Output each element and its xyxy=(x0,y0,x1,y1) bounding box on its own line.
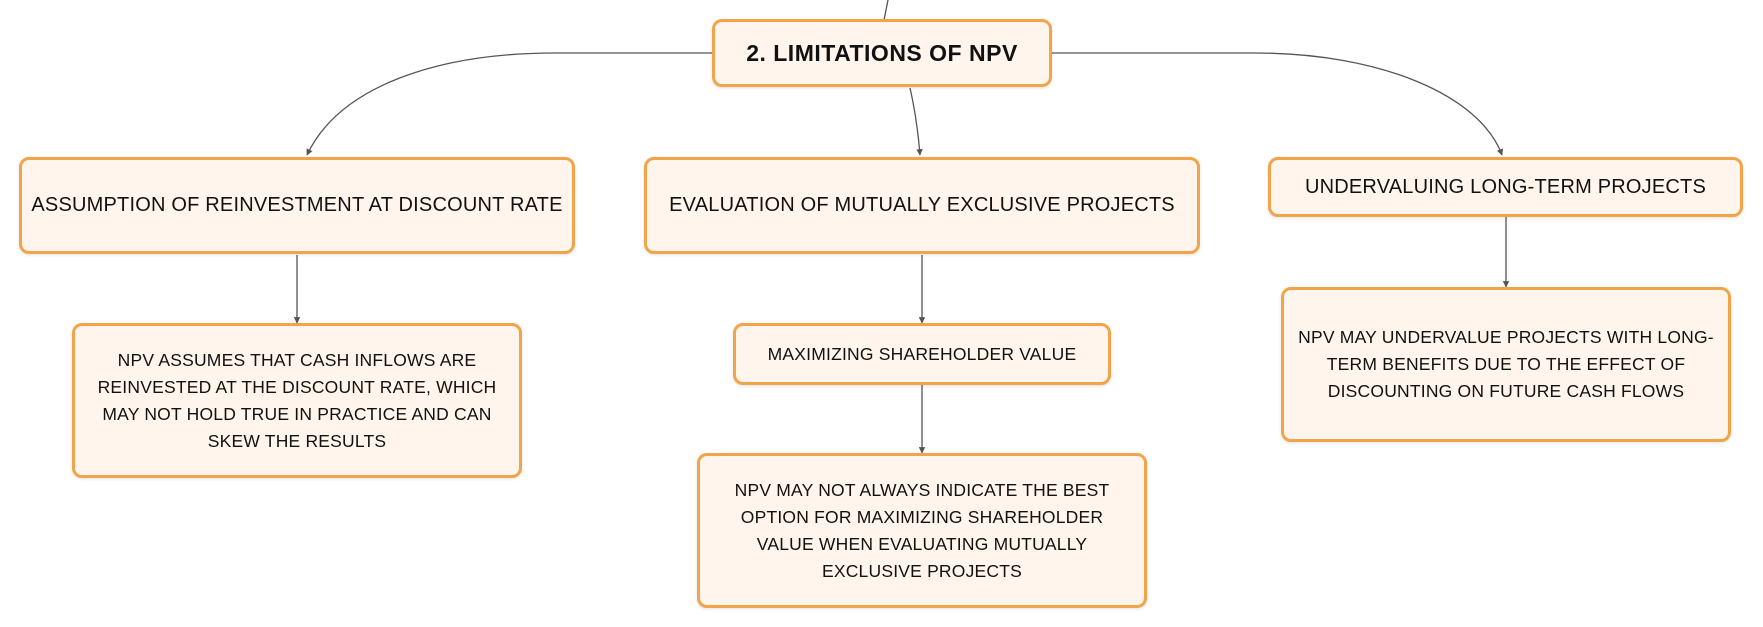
leaf-node-long-term-detail[interactable]: NPV MAY UNDERVALUE PROJECTS WITH LONG-TE… xyxy=(1281,287,1731,442)
connector-root-to-branch-3 xyxy=(1052,52,1504,156)
branch-node-mutually-exclusive[interactable]: EVALUATION OF MUTUALLY EXCLUSIVE PROJECT… xyxy=(644,157,1200,254)
leaf-node-reinvestment-detail[interactable]: NPV ASSUMES THAT CASH INFLOWS ARE REINVE… xyxy=(72,323,522,478)
connector-parent-to-root xyxy=(883,0,889,21)
branch-node-reinvestment[interactable]: ASSUMPTION OF REINVESTMENT AT DISCOUNT R… xyxy=(19,157,575,254)
connector-root-to-branch-1 xyxy=(306,52,712,156)
sub-node-shareholder-value[interactable]: MAXIMIZING SHAREHOLDER VALUE xyxy=(733,323,1111,385)
connector-root-to-branch-2 xyxy=(909,87,923,156)
leaf-node-shareholder-detail[interactable]: NPV MAY NOT ALWAYS INDICATE THE BEST OPT… xyxy=(697,453,1147,608)
branch-node-long-term[interactable]: UNDERVALUING LONG-TERM PROJECTS xyxy=(1268,157,1743,217)
root-node[interactable]: 2. LIMITATIONS OF NPV xyxy=(712,19,1052,87)
